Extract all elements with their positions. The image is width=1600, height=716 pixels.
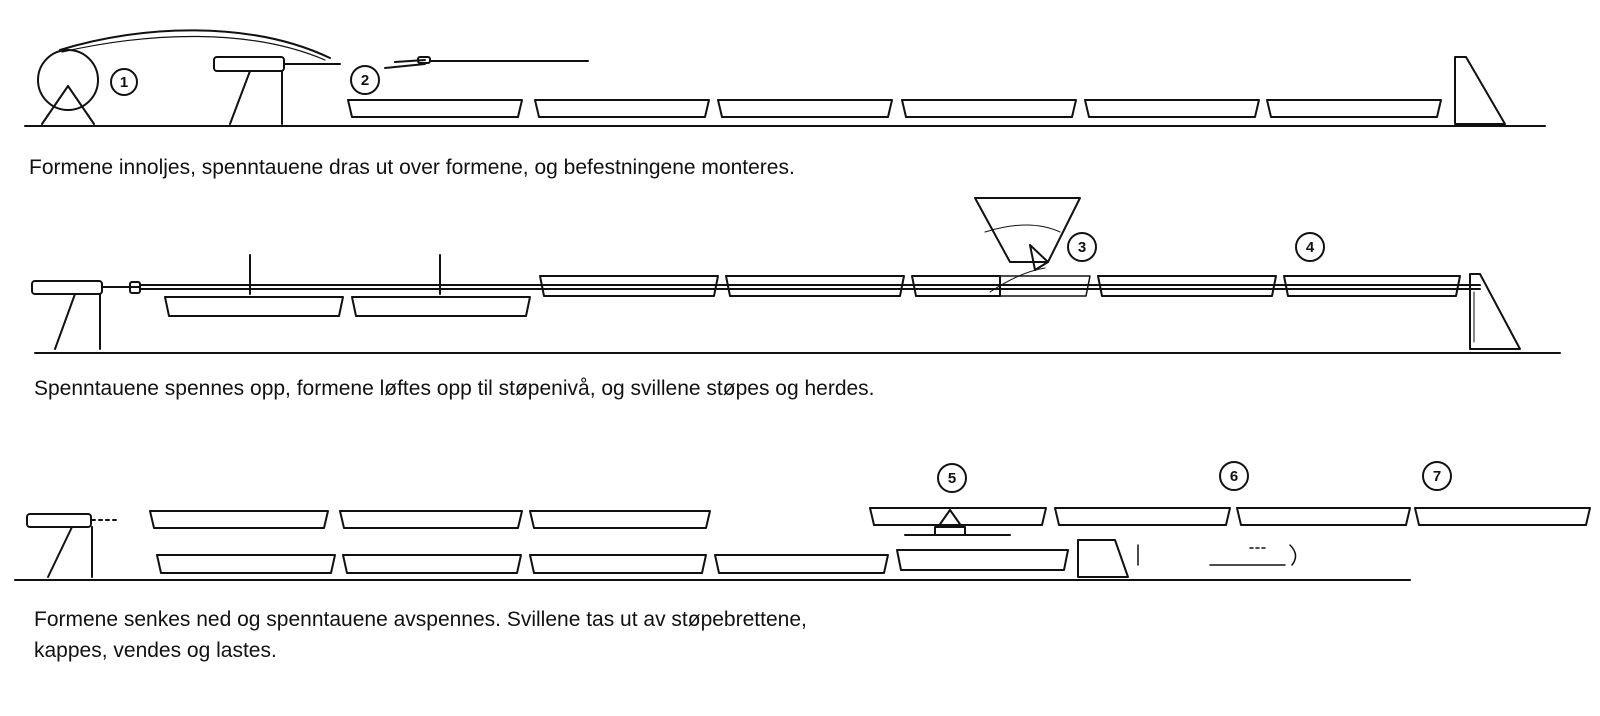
marker-6: 6: [1219, 461, 1249, 491]
marker-2: 2: [350, 65, 380, 95]
mold-row-3-right: [869, 507, 1591, 526]
marker-3: 3: [1067, 232, 1097, 262]
marker-4: 4: [1295, 232, 1325, 262]
svg-text:6: 6: [1230, 468, 1238, 485]
svg-text:1: 1: [120, 74, 128, 91]
tendon-ends: [384, 56, 589, 69]
cable-reel: [37, 49, 99, 125]
cutting-device: [904, 509, 1011, 536]
mold-row-2-lowered: [164, 296, 531, 317]
unloaded-sleepers: [1137, 544, 1297, 566]
caption-stage-1: Formene innoljes, spenntauene dras ut ov…: [29, 156, 795, 179]
mold-row-1: [347, 99, 1442, 118]
marker-7: 7: [1422, 461, 1452, 491]
end-anchor-2: [1469, 273, 1521, 350]
marker-5: 5: [937, 463, 967, 493]
marker-1: 1: [110, 68, 138, 96]
tensioning-jack: [31, 280, 141, 350]
svg-text:2: 2: [361, 72, 369, 89]
tendon-cable: [59, 29, 331, 59]
svg-text:4: 4: [1306, 239, 1315, 256]
turning-block: [1077, 539, 1129, 578]
mold-row-3-upper: [149, 510, 711, 529]
stage-3-diagram: 5 6 7: [14, 461, 1591, 581]
svg-text:7: 7: [1433, 468, 1441, 485]
mold-row-2-raised: [539, 275, 1461, 297]
end-anchor-1: [1454, 56, 1506, 125]
caption-stage-2: Spenntauene spennes opp, formene løftes …: [34, 377, 875, 400]
pulling-device: [213, 56, 341, 125]
concrete-hopper: [974, 197, 1081, 293]
svg-text:3: 3: [1078, 239, 1086, 256]
stage-2-diagram: 3 4: [31, 197, 1561, 354]
released-jack: [26, 513, 121, 578]
svg-text:5: 5: [948, 470, 956, 487]
stage-1-diagram: 1 2: [24, 29, 1546, 127]
mold-row-3-lower: [156, 549, 1069, 574]
caption-stage-3-line-2: kappes, vendes og lastes.: [34, 639, 277, 662]
caption-stage-3-line-1: Formene senkes ned og spenntauene avspen…: [34, 608, 807, 631]
